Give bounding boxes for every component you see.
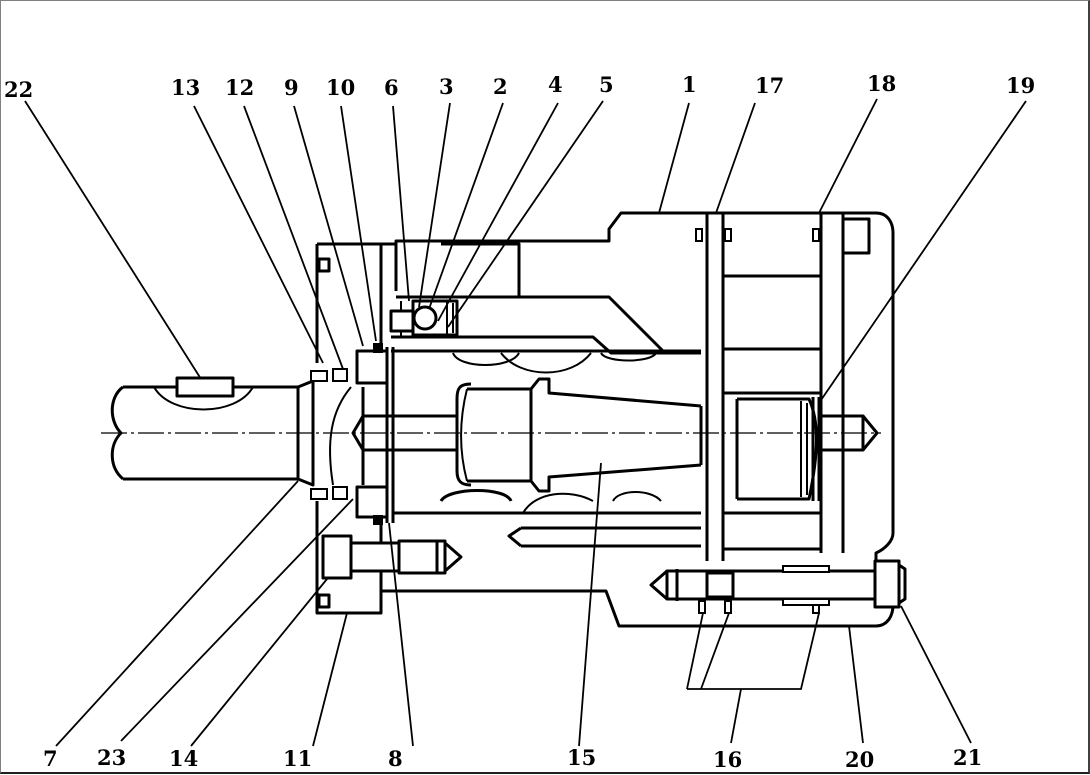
callout-12: 12 — [225, 75, 254, 100]
callout-22: 22 — [4, 77, 33, 102]
callout-labels: 22 13 12 9 10 6 3 2 4 5 1 17 18 19 7 23 … — [4, 71, 1035, 772]
callout-15: 15 — [567, 745, 596, 770]
callout-8: 8 — [388, 746, 403, 771]
callout-18: 18 — [867, 71, 896, 96]
shaft — [110, 376, 352, 487]
callout-13: 13 — [171, 75, 200, 100]
bolt-rear — [649, 559, 907, 609]
callout-10: 10 — [326, 75, 355, 100]
callout-3: 3 — [439, 74, 454, 99]
drive-shaft — [351, 414, 457, 452]
callout-23: 23 — [97, 745, 126, 770]
callout-5: 5 — [599, 72, 614, 97]
bearing-assembly — [310, 343, 395, 525]
bolt-front — [321, 534, 463, 580]
callout-4: 4 — [548, 72, 563, 97]
main-housing — [381, 211, 895, 628]
roller-bearing — [389, 299, 459, 337]
callout-1: 1 — [682, 72, 697, 97]
callout-11: 11 — [283, 746, 312, 771]
callout-14: 14 — [169, 746, 198, 771]
valve-plate — [695, 213, 871, 614]
callout-19: 19 — [1006, 73, 1035, 98]
leader-lines — [24, 98, 1027, 747]
callout-16: 16 — [713, 747, 742, 772]
callout-7: 7 — [43, 746, 58, 771]
callout-20: 20 — [845, 747, 874, 772]
callout-6: 6 — [384, 75, 399, 100]
callout-21: 21 — [953, 745, 982, 770]
callout-17: 17 — [755, 73, 784, 98]
key — [175, 376, 235, 398]
cylinder-block — [455, 377, 879, 501]
callout-2: 2 — [493, 74, 508, 99]
callout-9: 9 — [284, 75, 299, 100]
